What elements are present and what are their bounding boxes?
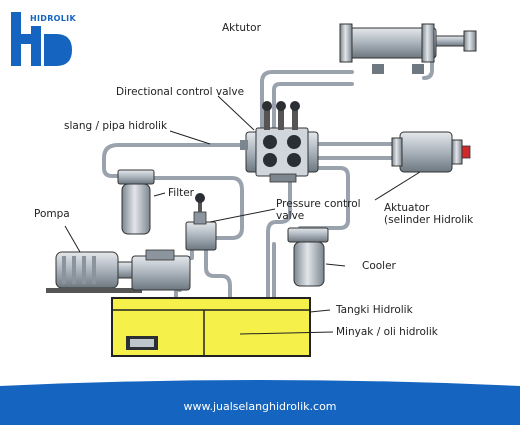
top-actuator-cylinder [339,23,477,74]
pump [131,249,191,291]
cooler [287,227,329,287]
footer-url[interactable]: www.jualselanghidrolik.com [183,400,337,413]
label-directional-valve: Directional control valve [116,86,245,98]
label-cooler: Cooler [362,260,396,272]
label-actuator-right-line1: Aktuator [384,202,430,214]
hydraulic-tank [111,297,311,357]
label-pressure-valve-line2: valve [276,210,305,222]
pressure-control-valve [185,193,217,251]
label-tank: Tangki Hidrolik [336,304,413,316]
footer-band [0,380,520,425]
pump-motor [46,251,142,293]
label-pressure-valve-line1: Pressure control [276,198,361,210]
label-filter: Filter [168,187,195,199]
brand-logo [11,12,72,66]
brand-name: HIDROLIK [30,14,76,23]
label-leader-lines [64,95,421,335]
right-actuator [391,131,471,173]
filter [117,169,155,235]
label-actuator-right-line2: (selinder Hidrolik [384,214,474,226]
label-hose: slang / pipa hidrolik [64,120,168,132]
label-pump: Pompa [34,208,70,220]
directional-control-valve [240,101,319,183]
label-oil: Minyak / oli hidrolik [336,326,438,338]
label-actuator-top: Aktutor [222,22,261,34]
